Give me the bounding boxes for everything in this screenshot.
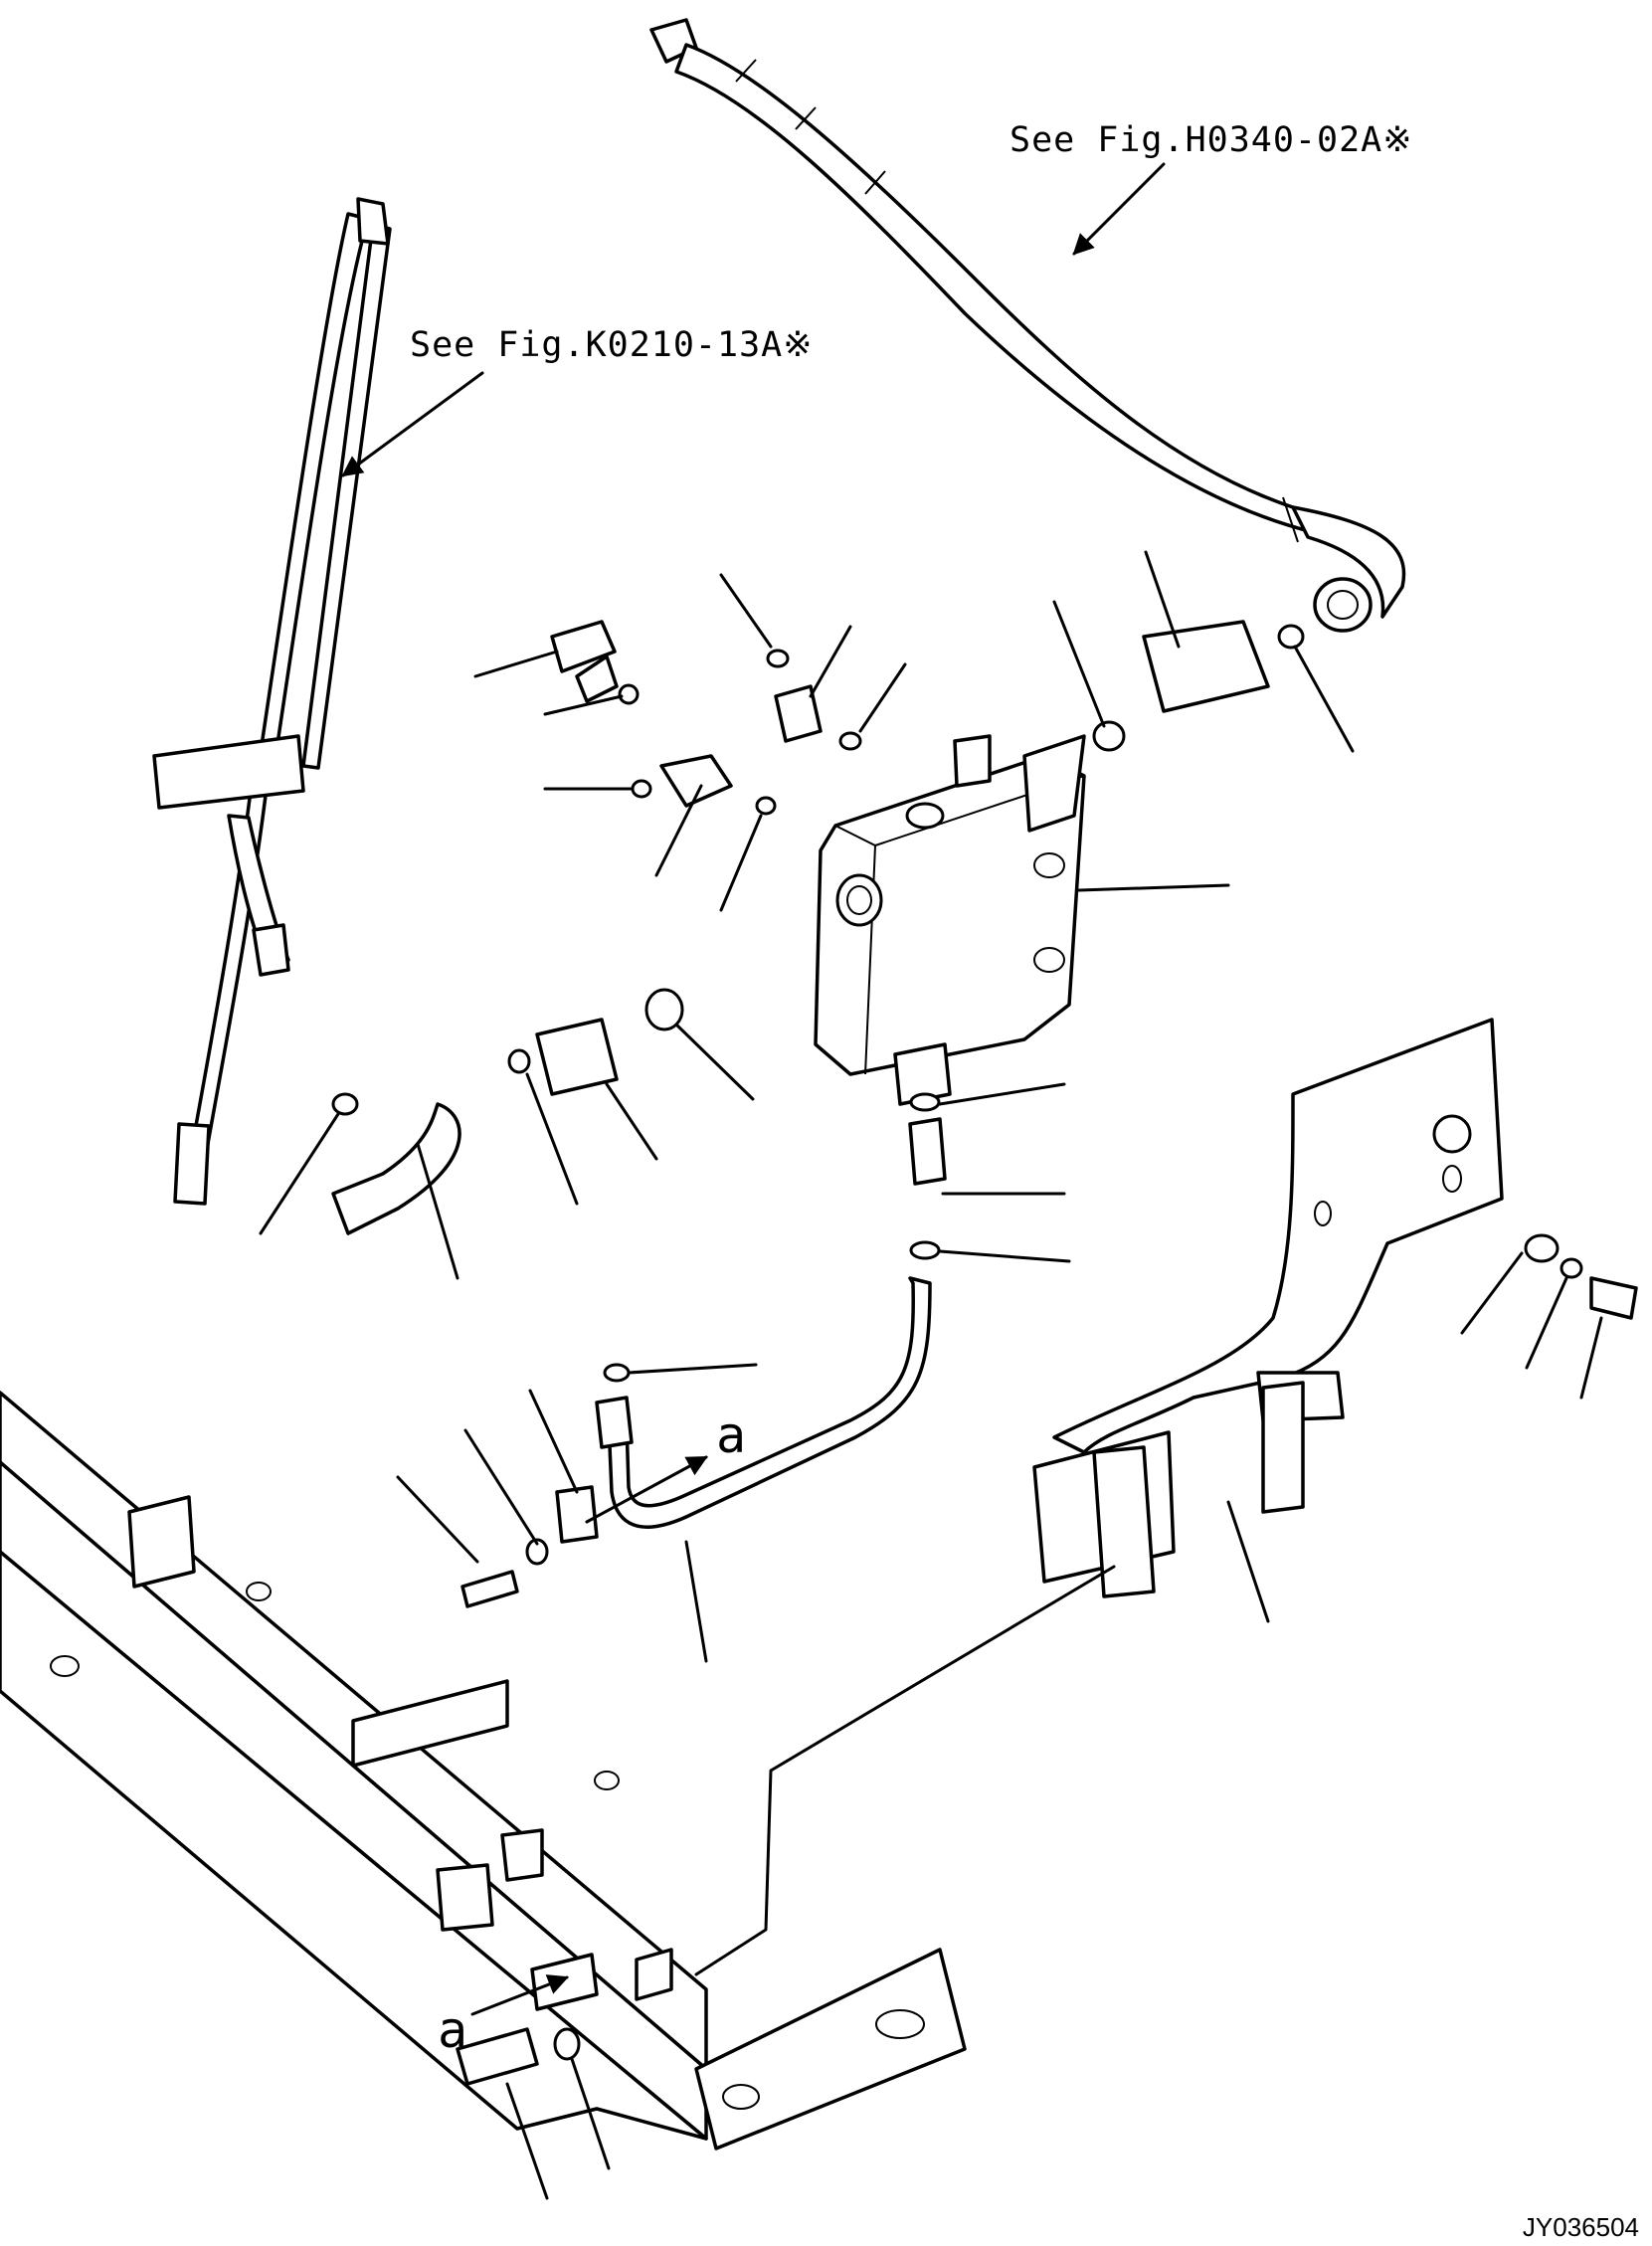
left-hose-reference: See Fig.K0210-13A※: [410, 325, 814, 365]
washer-icon: [525, 1538, 549, 1566]
view-label-upper: a: [716, 1406, 746, 1464]
washer-icon: [1560, 1257, 1583, 1279]
upper-hose-reference: See Fig.H0340-02A※: [1010, 120, 1413, 160]
o-ring-icon: [507, 1048, 531, 1074]
washer-icon: [553, 2027, 581, 2061]
o-ring-icon: [909, 1092, 941, 1112]
bolt: [1589, 1276, 1638, 1320]
callout-leaders: [259, 550, 1603, 2200]
pipe: [607, 1276, 932, 1529]
o-ring-icon: [644, 988, 684, 1031]
left-hose-leader: [341, 371, 484, 477]
upper-hose: [649, 18, 1406, 633]
o-ring-icon: [1092, 720, 1126, 752]
o-ring-icon: [838, 731, 862, 751]
o-ring-icon: [909, 1240, 941, 1260]
o-ring-icon: [618, 683, 640, 705]
clamp: [555, 1485, 599, 1544]
upper-hose-leader: [1072, 162, 1166, 256]
bolt: [456, 2027, 539, 2086]
o-ring-icon: [755, 796, 777, 816]
control-valve: [814, 734, 1086, 1106]
view-arrow-lower: [470, 1974, 569, 2016]
o-ring-icon: [631, 779, 652, 799]
o-ring-icon: [331, 1092, 359, 1116]
o-ring-icon: [603, 1363, 631, 1383]
valve-bracket: [1032, 1018, 1504, 1598]
left-hose: [152, 197, 392, 1206]
bracket-to-frame-leader: [694, 1565, 1116, 1976]
washer-icon: [1524, 1233, 1560, 1263]
view-arrow-upper: [585, 1455, 708, 1524]
valve-leader: [1077, 883, 1230, 892]
frame: [0, 1391, 967, 2151]
o-ring-icon: [766, 649, 790, 668]
fittings: [331, 620, 1305, 1383]
drawing-code: JY036504: [1523, 2212, 1639, 2242]
o-ring-icon: [1277, 624, 1305, 650]
view-label-lower: a: [438, 2001, 467, 2059]
bolt: [460, 1570, 519, 1608]
